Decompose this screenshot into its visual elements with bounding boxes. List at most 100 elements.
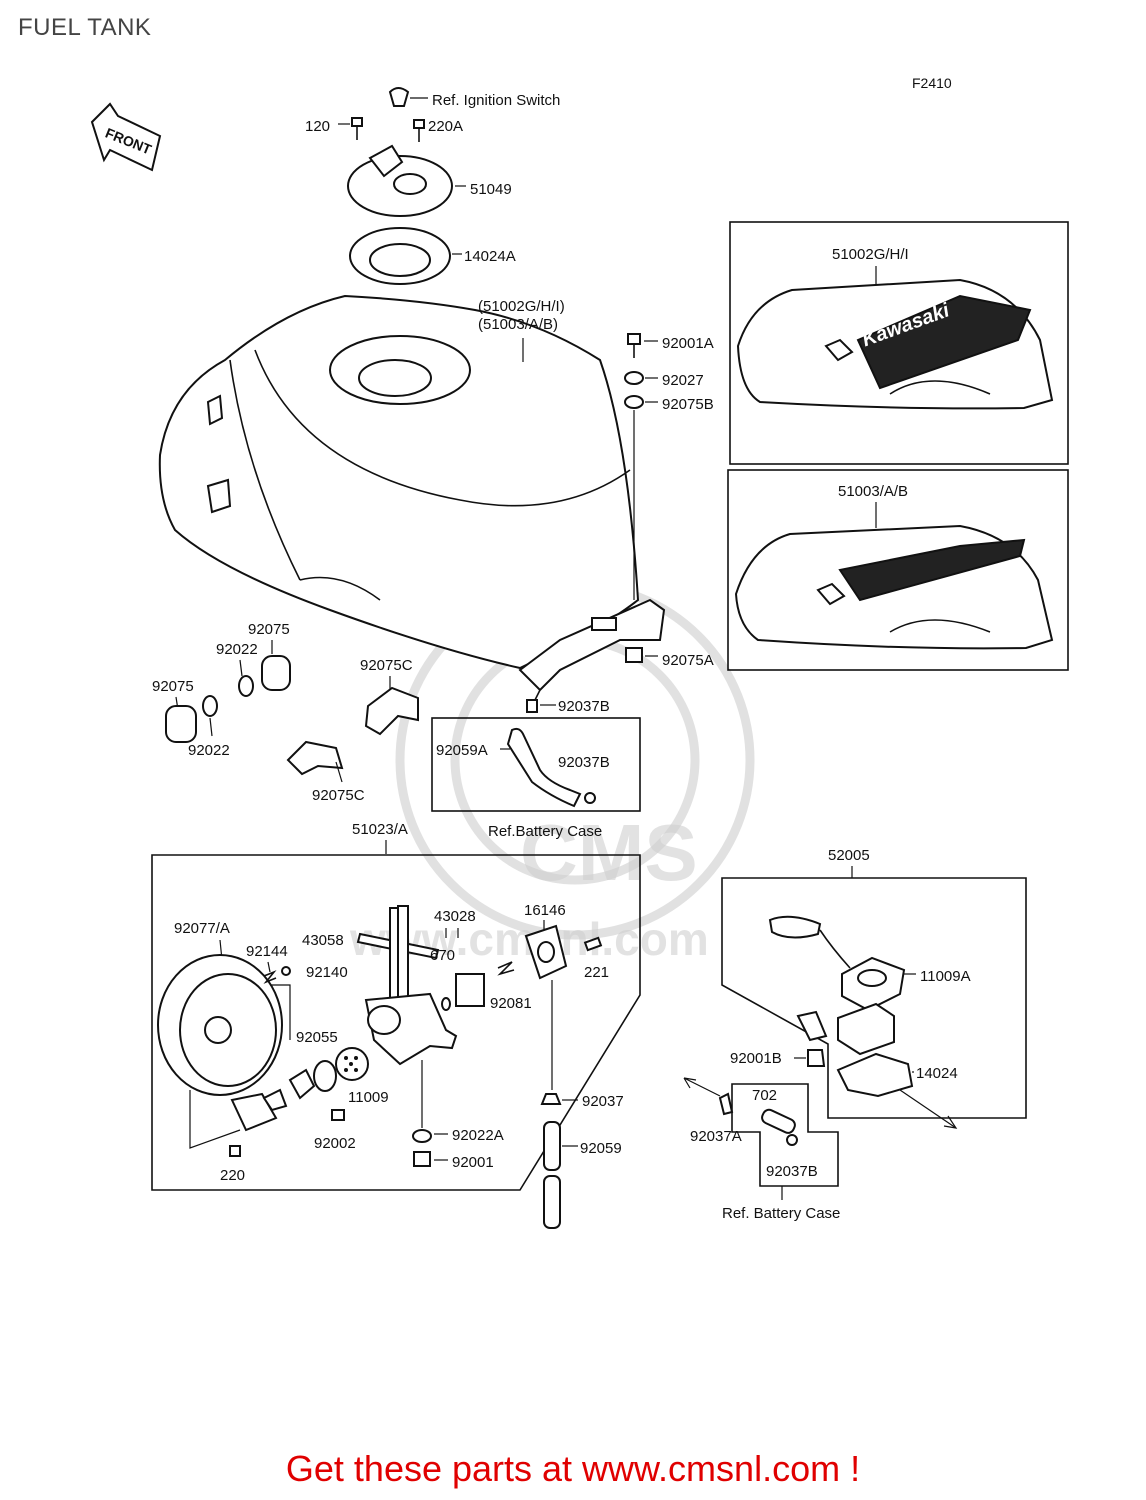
front-arrow-icon: FRONT bbox=[90, 102, 162, 172]
spring-92144-icon bbox=[263, 970, 277, 984]
bolt-92001-icon bbox=[413, 1151, 431, 1167]
pump-14024-icon bbox=[836, 1052, 914, 1098]
ignition-cap-icon bbox=[388, 87, 410, 107]
label-92059: 92059 bbox=[580, 1140, 622, 1157]
fuel-tank-icon bbox=[158, 294, 666, 701]
fuel-cap-icon bbox=[347, 144, 453, 217]
ball-92140-icon bbox=[281, 966, 291, 976]
label-11009: 11009 bbox=[348, 1089, 389, 1106]
label-670: 670 bbox=[430, 947, 455, 964]
hose-92059-b-icon bbox=[543, 1175, 561, 1229]
label-43058: 43058 bbox=[302, 932, 344, 949]
page-title: FUEL TANK bbox=[18, 14, 152, 41]
label-92001: 92001 bbox=[452, 1154, 494, 1171]
label-92075C-b: 92075C bbox=[312, 787, 365, 804]
label-92001B: 92001B bbox=[730, 1050, 782, 1067]
screw-221-icon bbox=[583, 936, 603, 952]
oring-92055-icon bbox=[313, 1060, 337, 1092]
label-92144: 92144 bbox=[246, 943, 288, 960]
label-92055: 92055 bbox=[296, 1029, 338, 1046]
clip-92037A-icon bbox=[718, 1092, 734, 1116]
label-92075B: 92075B bbox=[662, 396, 714, 413]
inset-51002GHI bbox=[729, 221, 1069, 465]
bolt-92001B-icon bbox=[807, 1049, 826, 1067]
label-92075-b: 92075 bbox=[152, 678, 194, 695]
screw-120-icon bbox=[351, 117, 363, 127]
fuel-cock-box bbox=[151, 854, 641, 1191]
label-92022-b: 92022 bbox=[188, 742, 230, 759]
label-92077A: 92077/A bbox=[174, 920, 230, 937]
washer-92022A-icon bbox=[412, 1129, 432, 1143]
label-16146: 16146 bbox=[524, 902, 566, 919]
label-92022-a: 92022 bbox=[216, 641, 258, 658]
ref-battery-box-2 bbox=[731, 1083, 839, 1187]
watermark-logo: CMS bbox=[520, 808, 698, 897]
ref-battery-box-1 bbox=[431, 717, 641, 812]
label-51049: 51049 bbox=[470, 181, 512, 198]
label-221: 221 bbox=[584, 964, 609, 981]
label-92037B-c: 92037B bbox=[766, 1163, 818, 1180]
label-tank-ref-1: (51002G/H/I) bbox=[478, 298, 565, 315]
bracket-92075C-b-icon bbox=[286, 740, 344, 776]
plug-92002-ref-icon bbox=[288, 1068, 316, 1100]
label-inset-51002GHI: 51002G/H/I bbox=[832, 246, 909, 263]
label-52005: 52005 bbox=[828, 847, 870, 864]
label-92075-a: 92075 bbox=[248, 621, 290, 638]
float-icon bbox=[768, 915, 822, 939]
washer-92027-icon bbox=[624, 371, 644, 385]
clip-92037B-c-icon bbox=[786, 1134, 798, 1146]
label-ref-battery-2: Ref. Battery Case bbox=[722, 1205, 840, 1222]
label-tank-ref-2: (51003/A/B) bbox=[478, 316, 558, 333]
label-inset-51003AB: 51003/A/B bbox=[838, 483, 908, 500]
clip-92037B-b-icon bbox=[584, 792, 596, 804]
footer-link[interactable]: Get these parts at www.cmsnl.com ! bbox=[285, 1448, 861, 1489]
hose-92059A-icon bbox=[506, 727, 582, 808]
screw-220-icon bbox=[229, 1145, 241, 1157]
label-92075C-a: 92075C bbox=[360, 657, 413, 674]
fuel-cock-body-icon bbox=[364, 905, 458, 1066]
clip-92037-icon bbox=[540, 1093, 562, 1105]
label-92027: 92027 bbox=[662, 372, 704, 389]
label-ref-battery-1: Ref.Battery Case bbox=[488, 823, 602, 840]
screw-220A-icon bbox=[413, 119, 425, 129]
label-120: 120 bbox=[305, 118, 330, 135]
label-92037A: 92037A bbox=[690, 1128, 742, 1145]
cover-43028-icon bbox=[455, 973, 485, 1007]
inset-51003AB bbox=[727, 469, 1069, 671]
bracket-92075C-a-icon bbox=[364, 686, 419, 736]
label-14024: 14024 bbox=[916, 1065, 958, 1082]
label-92075A: 92075A bbox=[662, 652, 714, 669]
parts-diagram: CMS www.cmsnl.com F2410 FRONT Ref. Ignit… bbox=[90, 75, 1069, 1229]
plate-220-icon bbox=[230, 1092, 278, 1132]
washer-92022-a-icon bbox=[238, 675, 254, 697]
label-43028: 43028 bbox=[434, 908, 476, 925]
label-ref-ignition: Ref. Ignition Switch bbox=[432, 92, 560, 109]
figure-code: F2410 bbox=[912, 75, 952, 91]
tank-cover-51003-icon bbox=[734, 524, 1054, 650]
label-14024A: 14024A bbox=[464, 248, 516, 265]
label-92081: 92081 bbox=[490, 995, 532, 1012]
cap-gasket-icon bbox=[349, 227, 451, 285]
hose-702-icon bbox=[761, 1108, 796, 1134]
clip-92037B-icon bbox=[526, 699, 538, 713]
label-92001A: 92001A bbox=[662, 335, 714, 352]
hose-92059-a-icon bbox=[543, 1121, 561, 1171]
label-92140: 92140 bbox=[306, 964, 348, 981]
label-92022A: 92022A bbox=[452, 1127, 504, 1144]
tank-cover-51002-icon: Kawasaki bbox=[736, 278, 1054, 410]
spring-92081-icon bbox=[497, 961, 515, 976]
screw-92002-icon bbox=[331, 1109, 345, 1121]
fuel-cock-knob-icon bbox=[157, 954, 283, 1096]
label-51023A: 51023/A bbox=[352, 821, 408, 838]
label-92002: 92002 bbox=[314, 1135, 356, 1152]
label-92037: 92037 bbox=[582, 1093, 624, 1110]
label-92037B-b: 92037B bbox=[558, 754, 610, 771]
bolt-92001A-icon bbox=[627, 333, 641, 345]
damper-92075B-icon bbox=[624, 395, 644, 409]
label-702: 702 bbox=[752, 1087, 777, 1104]
damper-92075-a-icon bbox=[261, 655, 291, 691]
connector-icon bbox=[796, 1010, 828, 1042]
sender-unit-11009A-icon bbox=[837, 956, 906, 1056]
label-11009A: 11009A bbox=[920, 968, 971, 985]
label-92059A: 92059A bbox=[436, 742, 488, 759]
